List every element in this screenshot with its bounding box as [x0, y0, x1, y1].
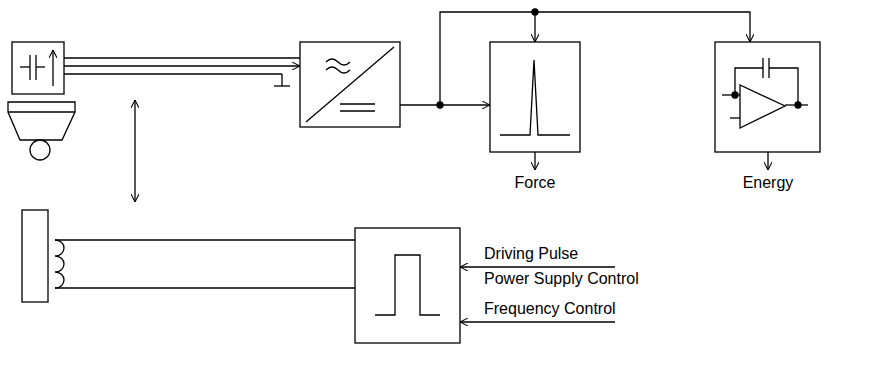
capacitor-lead — [36, 66, 45, 67]
ground-symbol — [274, 85, 290, 86]
dc-symbol — [340, 110, 375, 111]
junction-dot — [437, 102, 443, 108]
signal-label: Frequency Control — [484, 300, 616, 318]
converter-box — [300, 42, 400, 127]
sensor-arrow — [52, 50, 53, 86]
ac-symbol — [326, 59, 350, 73]
sensor-wire — [64, 65, 300, 66]
output-arrow — [534, 152, 535, 170]
converter-diagonal — [306, 47, 394, 122]
capacitor-plate — [29, 55, 30, 80]
output-label: Force — [515, 174, 556, 192]
coil-wire — [55, 287, 355, 288]
feedback-wire — [735, 68, 763, 95]
opamp-symbol — [740, 85, 785, 128]
pulse-symbol — [375, 255, 440, 315]
output-label: Energy — [743, 174, 794, 192]
motion-arrow — [134, 100, 135, 202]
coil-wire — [55, 239, 355, 240]
signal-wire — [400, 104, 490, 105]
output-arrow — [767, 152, 768, 170]
hammer-head — [8, 102, 75, 140]
peak-detector-box — [490, 42, 580, 152]
peak-symbol — [500, 60, 570, 135]
junction-dot — [795, 102, 801, 108]
dc-symbol — [340, 103, 375, 104]
coil-core — [22, 210, 48, 302]
control-input — [460, 266, 615, 267]
coil-winding — [55, 240, 64, 288]
signal-wire — [534, 12, 535, 42]
hammer-ball — [30, 140, 50, 160]
capacitor-plate — [762, 58, 763, 78]
junction-dot — [532, 9, 538, 15]
hammer-line — [8, 111, 75, 112]
signal-label: Driving Pulse — [484, 245, 578, 263]
sensor-box — [12, 42, 64, 94]
capacitor-lead — [20, 66, 30, 67]
sensor-wire — [64, 73, 282, 74]
integrator-box — [715, 42, 820, 152]
feedback-wire — [769, 68, 798, 105]
integrator-input — [730, 117, 740, 118]
control-input — [460, 321, 615, 322]
signal-label: Power Supply Control — [484, 270, 639, 288]
sensor-wire — [64, 57, 300, 58]
pulse-generator-box — [355, 228, 460, 343]
junction-dot — [732, 92, 738, 98]
signal-wire — [440, 12, 750, 105]
ground-symbol — [281, 74, 282, 86]
